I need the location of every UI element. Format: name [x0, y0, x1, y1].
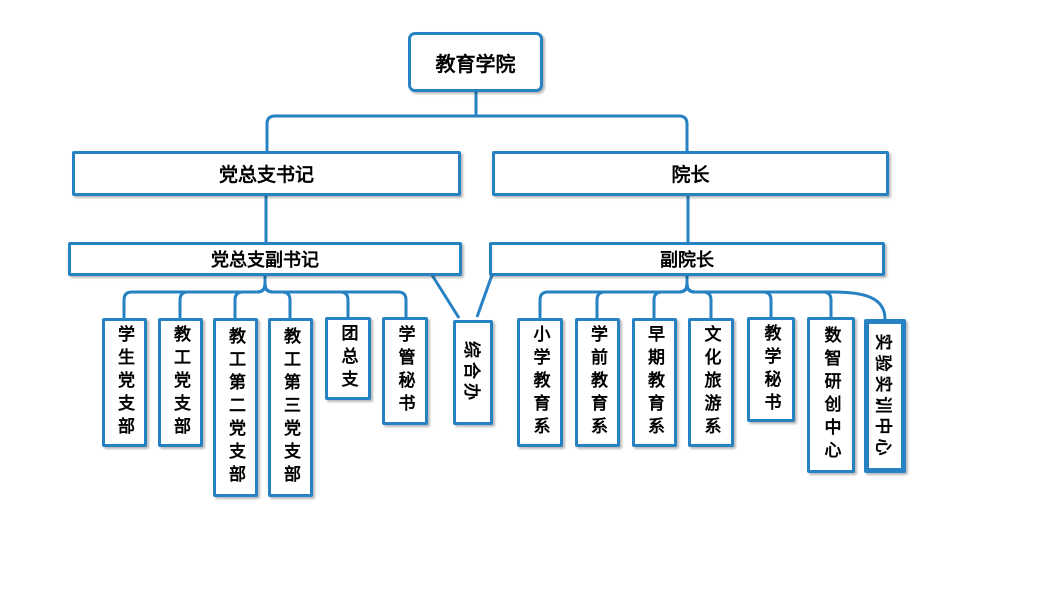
- connector-vicedean-office: [475, 274, 494, 318]
- node-vice-dean: 副院长: [489, 242, 885, 276]
- connector-deputy-b2: [178, 275, 267, 318]
- node-student-party-branch-label: 学生党支部: [115, 325, 134, 440]
- node-early-education-dept: 早期教育系: [632, 318, 677, 447]
- connector-deputy-b6: [263, 275, 408, 317]
- node-dean: 院长: [492, 151, 889, 196]
- connector-vicedean-b12: [685, 275, 773, 317]
- node-teaching-secretary: 教学秘书: [747, 317, 795, 422]
- node-culture-tourism-dept: 文化旅游系: [688, 318, 734, 447]
- node-dean-label: 院长: [671, 165, 710, 186]
- node-culture-tourism-dept-label: 文化旅游系: [701, 325, 721, 440]
- node-digital-research-center-label: 数智研创中心: [821, 326, 841, 464]
- node-preschool-education-dept: 学前教育系: [575, 318, 620, 447]
- node-early-education-dept-label: 早期教育系: [645, 325, 664, 440]
- node-college: 教育学院: [408, 32, 543, 92]
- connector-vicedean-b11: [685, 275, 713, 318]
- node-student-affairs-secretary: 学管秘书: [382, 317, 428, 425]
- connector-deputy-b1: [122, 275, 267, 318]
- connector-vicedean-b9: [595, 275, 689, 318]
- node-staff-third-party-branch: 教工第三党支部: [268, 318, 313, 497]
- node-preschool-education-dept-label: 学前教育系: [588, 325, 607, 440]
- connector-deputy-office: [430, 274, 461, 319]
- node-staff-third-party-branch-label: 教工第三党支部: [281, 327, 300, 488]
- node-student-affairs-secretary-label: 学管秘书: [395, 325, 415, 417]
- node-party-secretary: 党总支书记: [72, 151, 461, 196]
- node-staff-party-branch: 教工党支部: [158, 318, 203, 447]
- connector-level2-rail: [265, 114, 689, 151]
- node-staff-party-branch-label: 教工党支部: [171, 325, 190, 440]
- node-general-office: 综合办: [453, 320, 493, 425]
- node-student-party-branch: 学生党支部: [102, 318, 147, 447]
- node-party-secretary-label: 党总支书记: [218, 165, 314, 186]
- connector-vicedean-b14: [685, 275, 887, 320]
- node-general-office-label: 综合办: [461, 341, 481, 404]
- node-experiment-training-center: 实验实训中心: [864, 319, 906, 473]
- node-deputy-party-secretary: 党总支副书记: [68, 242, 462, 276]
- node-college-label: 教育学院: [435, 53, 516, 76]
- connector-deputy-b4: [263, 275, 292, 318]
- node-deputy-party-secretary-label: 党总支副书记: [211, 250, 319, 270]
- node-vice-dean-label: 副院长: [660, 250, 714, 270]
- node-primary-education-dept-label: 小学教育系: [530, 325, 550, 440]
- node-digital-research-center: 数智研创中心: [807, 317, 855, 473]
- node-staff-second-party-branch-label: 教工第二党支部: [226, 327, 245, 488]
- connector-vicedean-b10: [652, 275, 689, 318]
- node-league-branch: 团总支: [325, 317, 371, 400]
- connector-deputy-b5: [263, 275, 350, 317]
- node-staff-second-party-branch: 教工第二党支部: [213, 318, 258, 497]
- node-experiment-training-center-label: 实验实训中心: [873, 333, 893, 459]
- connector-deputy-b3: [233, 275, 267, 318]
- node-teaching-secretary-label: 教学秘书: [761, 323, 781, 416]
- node-primary-education-dept: 小学教育系: [517, 318, 563, 447]
- node-league-branch-label: 团总支: [338, 324, 358, 393]
- connector-vicedean-b8: [538, 275, 689, 318]
